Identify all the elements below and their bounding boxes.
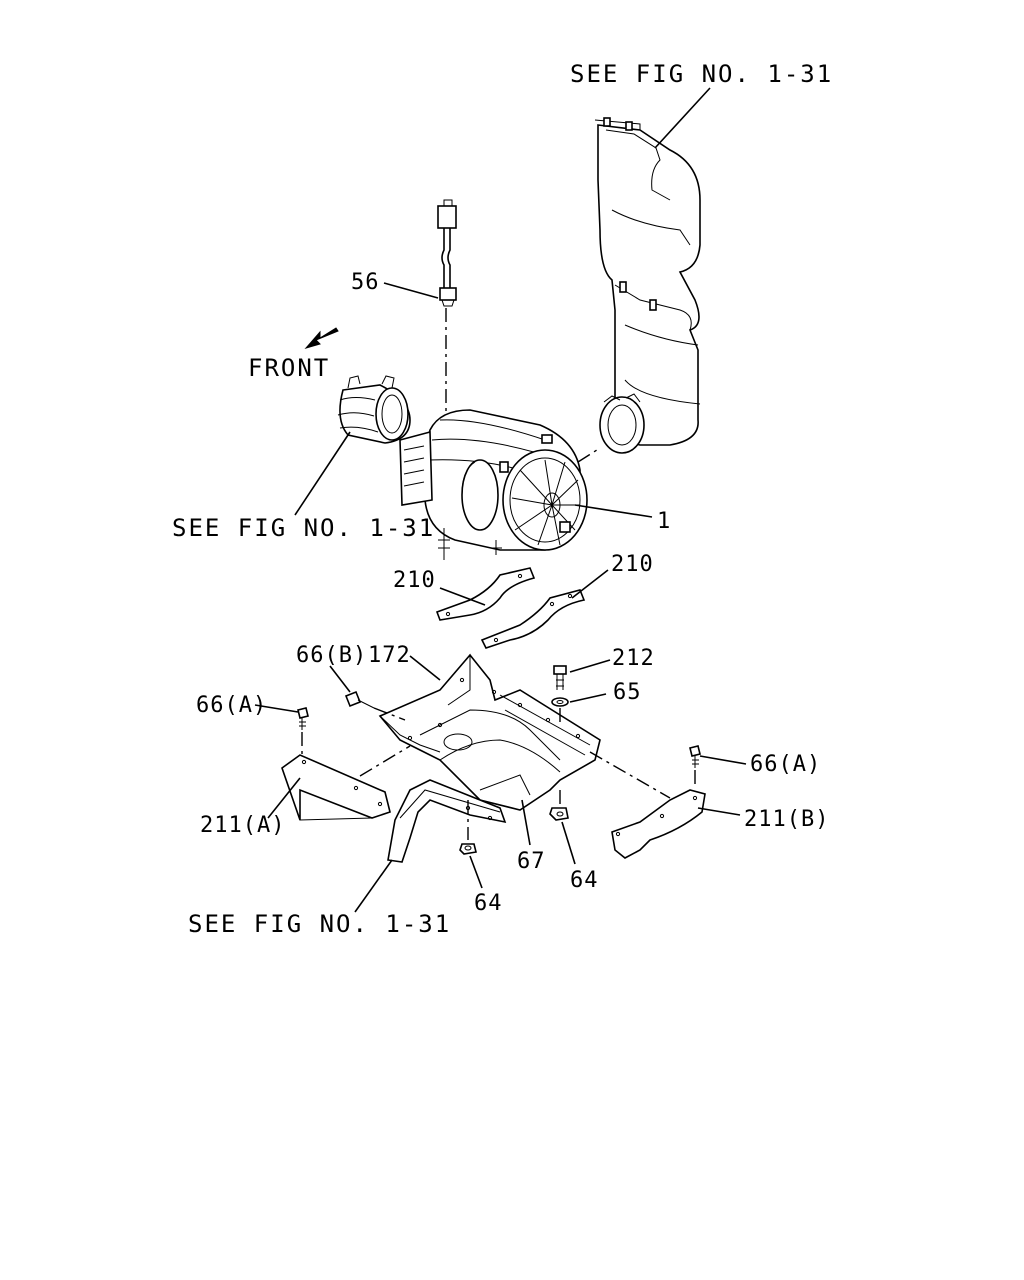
leader-left-reference — [294, 431, 351, 516]
leader-1 — [574, 504, 653, 518]
leader-172 — [409, 655, 441, 681]
alignment-211b — [589, 751, 671, 799]
callout-210-right: 210 — [611, 552, 654, 577]
strap-210-right — [480, 589, 586, 649]
leader-66a-left — [254, 704, 299, 713]
callout-66a-right: 66(A) — [750, 752, 821, 777]
leader-66a-right — [699, 755, 747, 765]
bolt-212 — [553, 665, 567, 690]
callout-172: 172 — [368, 643, 411, 668]
leader-212 — [569, 659, 611, 673]
mounting-bracket-172 — [378, 653, 601, 811]
callout-66a-left: 66(A) — [196, 693, 267, 718]
arrow-down-left-icon — [304, 327, 339, 349]
intake-duct-reference — [594, 117, 701, 454]
callout-211b: 211(B) — [744, 807, 829, 832]
bolt-66b — [344, 690, 375, 709]
alignment-211a — [359, 745, 411, 777]
air-cleaner-assembly — [399, 409, 588, 560]
sensor-56 — [437, 199, 457, 307]
callout-1: 1 — [657, 509, 671, 534]
callout-64-left: 64 — [474, 891, 503, 916]
callout-66b: 66(B) — [296, 643, 367, 668]
callout-64-right: 64 — [570, 868, 599, 893]
leader-66b — [329, 665, 351, 693]
callout-210-left: 210 — [393, 568, 436, 593]
heat-shield-211b — [611, 789, 706, 859]
leader-bottom-reference — [354, 859, 393, 913]
reference-label-bottom: SEE FIG NO. 1-31 — [188, 910, 451, 938]
leader-56 — [383, 282, 439, 299]
bolt-66a-left — [297, 707, 309, 730]
nut-64-left — [459, 843, 477, 855]
alignment-duct — [577, 447, 601, 463]
leader-210-right — [571, 569, 609, 599]
callout-212: 212 — [612, 646, 655, 671]
alignment-66b — [373, 707, 406, 721]
inlet-hose-clamp — [337, 375, 411, 444]
reference-label-top: SEE FIG NO. 1-31 — [570, 60, 833, 88]
callout-67: 67 — [517, 849, 546, 874]
leader-211b — [697, 807, 741, 816]
nut-64-right — [549, 807, 569, 821]
leader-top-reference — [654, 87, 711, 149]
leader-65 — [569, 693, 607, 703]
leader-64-right — [561, 821, 576, 865]
callout-56: 56 — [351, 270, 380, 295]
callout-65: 65 — [613, 680, 642, 705]
leader-67 — [521, 799, 531, 846]
front-direction-label: FRONT — [248, 354, 330, 382]
washer-65 — [551, 697, 569, 707]
leader-210-left — [439, 587, 486, 606]
heat-shield-211a — [281, 754, 391, 821]
callout-211a: 211(A) — [200, 813, 285, 838]
reference-label-left: SEE FIG NO. 1-31 — [172, 514, 435, 542]
bolt-66a-right — [689, 745, 701, 768]
leader-211a — [267, 777, 301, 819]
leader-64-left — [469, 855, 483, 889]
strap-210-left — [435, 567, 536, 621]
